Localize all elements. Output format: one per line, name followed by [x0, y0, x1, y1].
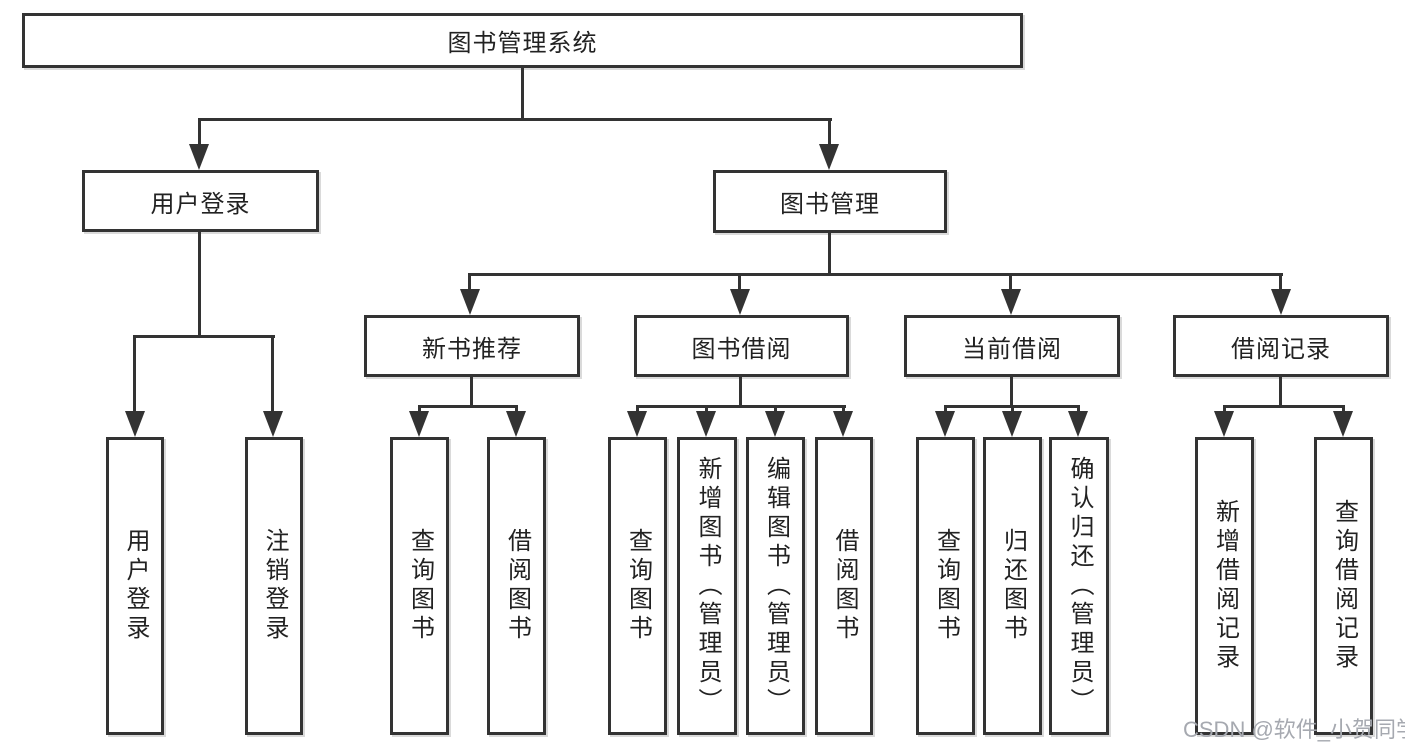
connector-line [1279, 273, 1282, 293]
leaf-query-borrow-record: 查询借阅记录 [1314, 437, 1373, 735]
leaf-query-books-borrow: 查询图书 [608, 437, 667, 735]
node-current-borrowing-label: 当前借阅 [962, 335, 1062, 363]
node-borrow-records: 借阅记录 [1173, 315, 1389, 377]
leaf-query-books-current-label: 查询图书 [932, 528, 960, 644]
connector-line [521, 68, 524, 120]
connector-line [198, 118, 201, 148]
arrow-head [506, 411, 526, 437]
arrow-head [1271, 289, 1291, 315]
leaf-return-books: 归还图书 [983, 437, 1042, 735]
leaf-add-books-admin: 新增图书（管理员） [677, 437, 737, 735]
node-current-borrowing: 当前借阅 [904, 315, 1120, 377]
node-user-login: 用户登录 [82, 170, 319, 232]
connector-line [470, 273, 1283, 276]
node-new-book-recommend-label: 新书推荐 [422, 335, 522, 363]
arrow-head [1001, 289, 1021, 315]
leaf-borrow-books-newbook: 借阅图书 [487, 437, 546, 735]
arrow-head [1214, 411, 1234, 437]
connector-line [828, 118, 831, 148]
arrow-head [935, 411, 955, 437]
leaf-user-login: 用户登录 [106, 437, 164, 735]
node-book-management: 图书管理 [713, 170, 947, 233]
connector-line [828, 233, 831, 276]
csdn-watermark: CSDN @软件_小贺同学 [1183, 717, 1405, 742]
arrow-head [696, 411, 716, 437]
arrow-head [1002, 411, 1022, 437]
node-user-login-label: 用户登录 [150, 190, 251, 218]
arrow-head [125, 411, 145, 437]
leaf-borrow-books-borrow: 借阅图书 [815, 437, 873, 735]
connector-line [468, 273, 471, 293]
leaf-edit-books-admin: 编辑图书（管理员） [746, 437, 805, 735]
arrow-head [765, 411, 785, 437]
arrow-head [627, 411, 647, 437]
node-book-management-label: 图书管理 [780, 191, 880, 218]
arrow-head [819, 144, 839, 170]
leaf-user-login-label: 用户登录 [122, 528, 149, 644]
leaf-borrow-books-borrow-label: 借阅图书 [831, 528, 858, 644]
node-root-library-system: 图书管理系统 [22, 13, 1023, 68]
connector-line [1224, 405, 1344, 408]
arrow-head [730, 289, 750, 315]
node-root-label: 图书管理系统 [447, 30, 598, 57]
arrow-head [1068, 411, 1088, 437]
connector-line [738, 273, 741, 293]
connector-line [418, 405, 518, 408]
leaf-logout: 注销登录 [245, 437, 303, 735]
arrow-head [189, 144, 209, 170]
arrow-head [1333, 411, 1353, 437]
leaf-query-books-current: 查询图书 [916, 437, 975, 735]
connector-line [1009, 273, 1012, 293]
connector-line [133, 335, 136, 415]
connector-line [739, 377, 742, 408]
connector-line [637, 405, 846, 408]
leaf-query-borrow-record-label: 查询借阅记录 [1330, 499, 1358, 673]
connector-line [1010, 377, 1013, 408]
connector-line [470, 377, 473, 408]
leaf-logout-label: 注销登录 [261, 528, 288, 644]
connector-line [1279, 377, 1282, 408]
leaf-query-books-newbook-label: 查询图书 [406, 528, 434, 644]
connector-line [199, 118, 832, 121]
leaf-confirm-return-admin-label: 确认归还（管理员） [1066, 455, 1093, 717]
leaf-add-borrow-record: 新增借阅记录 [1195, 437, 1254, 735]
arrow-head [833, 411, 853, 437]
arrow-head [263, 411, 283, 437]
connector-line [134, 335, 275, 338]
node-new-book-recommend: 新书推荐 [364, 315, 580, 377]
node-book-borrowing: 图书借阅 [634, 315, 849, 377]
leaf-add-books-admin-label: 新增图书（管理员） [694, 455, 721, 717]
leaf-edit-books-admin-label: 编辑图书（管理员） [762, 455, 790, 717]
leaf-borrow-books-newbook-label: 借阅图书 [503, 528, 531, 644]
arrow-head [460, 289, 480, 315]
arrow-head [409, 411, 429, 437]
leaf-confirm-return-admin: 确认归还（管理员） [1049, 437, 1109, 735]
connector-line [271, 335, 274, 415]
connector-line [198, 232, 201, 338]
leaf-query-books-newbook: 查询图书 [390, 437, 449, 735]
leaf-return-books-label: 归还图书 [999, 528, 1027, 644]
node-book-borrowing-label: 图书借阅 [691, 335, 792, 363]
leaf-add-borrow-record-label: 新增借阅记录 [1211, 499, 1239, 673]
leaf-query-books-borrow-label: 查询图书 [624, 528, 652, 644]
node-borrow-records-label: 借阅记录 [1231, 335, 1331, 363]
